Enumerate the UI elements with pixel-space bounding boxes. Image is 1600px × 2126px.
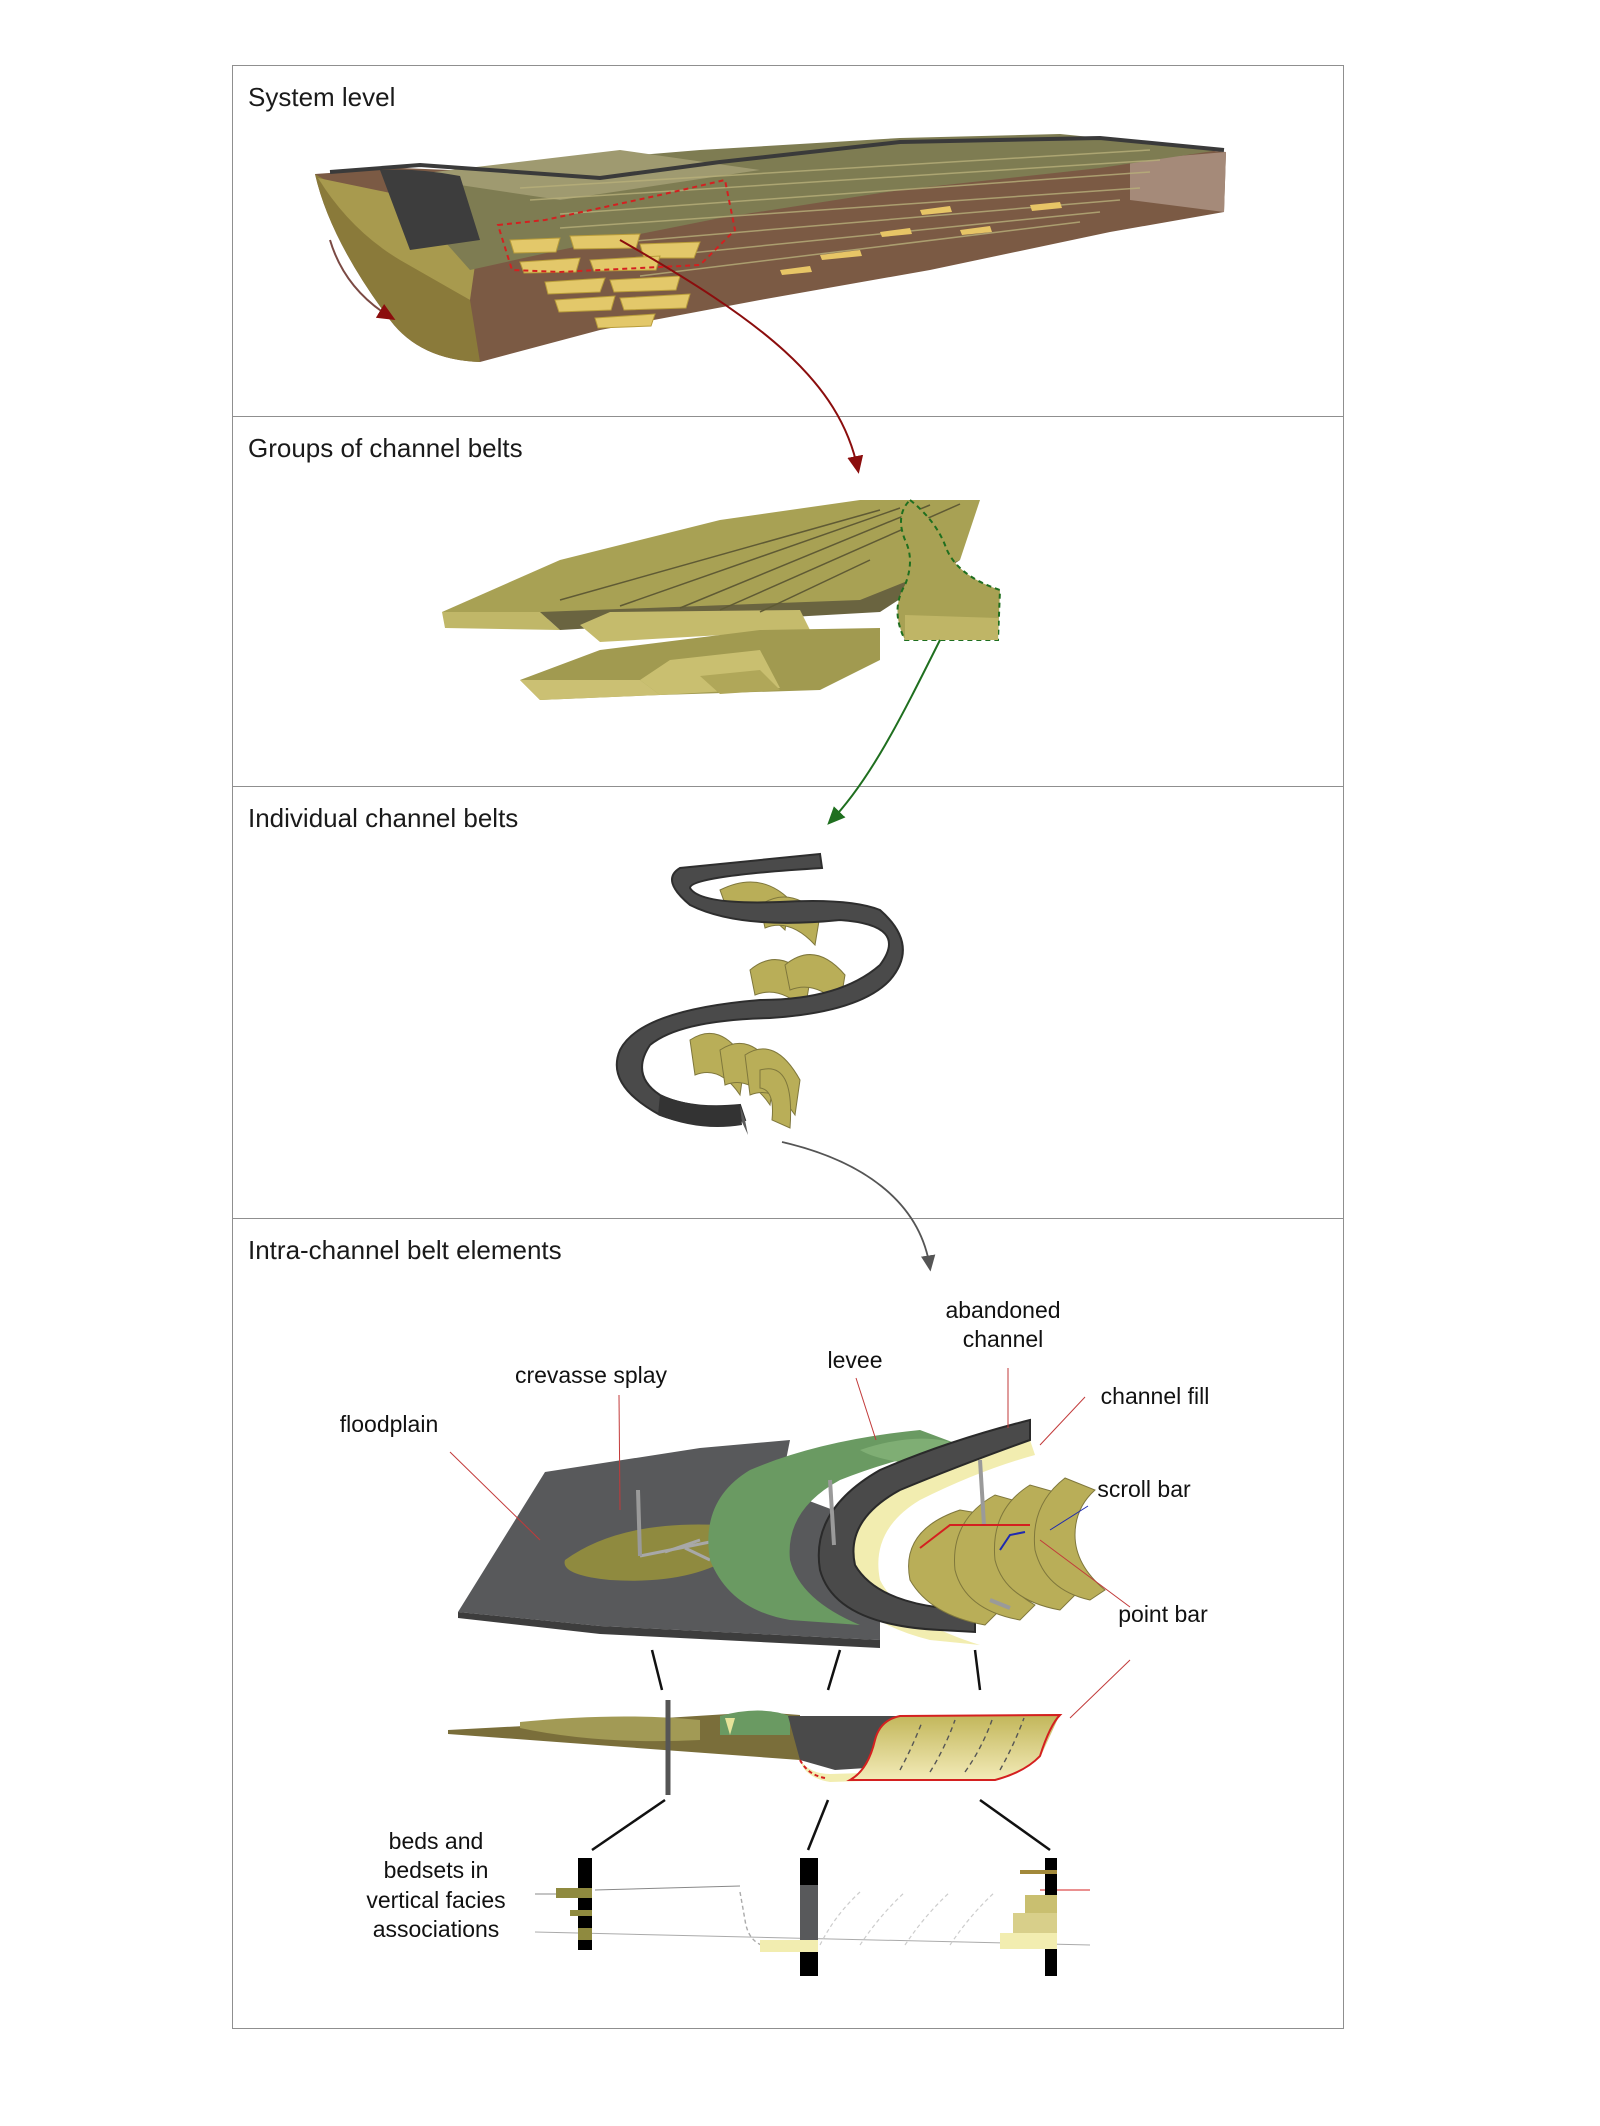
panel-title: Intra-channel belt elements [248, 1235, 562, 1265]
channel-belt-group-block [442, 498, 1002, 700]
levee-shape [708, 1430, 960, 1625]
tie-lines-section-to-logs [591, 1798, 1051, 1852]
label-channel-fill: channel fill [1101, 1383, 1210, 1409]
cross-section [448, 1700, 1063, 1795]
intra-belt-3d-block [458, 1418, 1106, 1648]
panel-intra-channel-belt-elements: Intra-channel belt elements [233, 1218, 1343, 2028]
zoom-arrow-individual-to-intra [781, 1141, 936, 1272]
label-beds-2: bedsets in [384, 1857, 489, 1883]
panel-groups-of-channel-belts: Groups of channel belts [233, 416, 1343, 786]
label-beds-1: beds and [389, 1828, 484, 1854]
tie-lines-3d-to-section [650, 1649, 982, 1691]
label-levee: levee [828, 1347, 883, 1373]
label-beds-3: vertical facies [366, 1887, 505, 1913]
element-labels: abandoned channel levee crevasse splay f… [340, 1297, 1210, 1942]
label-abandoned-channel-2: channel [963, 1326, 1044, 1352]
label-point-bar: point bar [1118, 1601, 1208, 1627]
vertical-facies-logs [534, 1858, 1091, 1976]
panel-title: System level [248, 82, 396, 112]
label-leaders [449, 1368, 1131, 1719]
label-floodplain: floodplain [340, 1411, 438, 1437]
panel-individual-channel-belts: Individual channel belts [233, 786, 1343, 1218]
figure-frame: System level Groups of channel belts Ind… [232, 65, 1344, 2029]
panel-title: Individual channel belts [248, 803, 519, 833]
panel-title: Groups of channel belts [248, 433, 523, 463]
system-level-block [315, 134, 1226, 362]
label-abandoned-channel-1: abandoned [945, 1297, 1060, 1323]
label-crevasse-splay: crevasse splay [515, 1362, 668, 1388]
panel-system-level: System level [233, 66, 1343, 416]
channel-belt-ribbon [615, 852, 904, 1135]
label-beds-4: associations [373, 1916, 500, 1942]
label-scroll-bar: scroll bar [1097, 1476, 1191, 1502]
zoom-arrow-system-to-groups [619, 239, 864, 474]
abandoned-channel-shape [817, 1418, 1031, 1634]
zoom-arrow-groups-to-individual [827, 639, 941, 825]
